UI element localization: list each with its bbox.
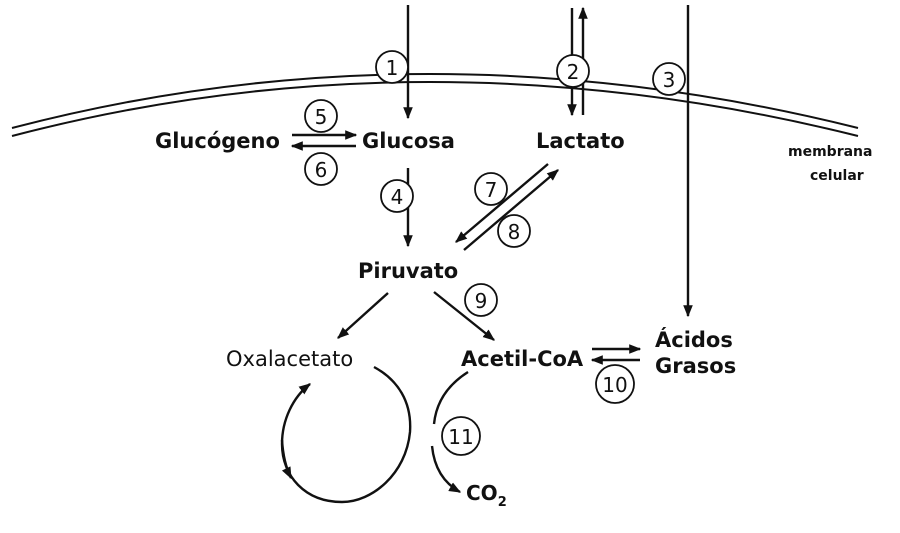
step-5: 5 — [304, 99, 338, 133]
arrow-9-pyruvate-to-acetyl-coa — [433, 291, 495, 341]
label-grasos: Grasos — [655, 354, 736, 378]
step-1: 1 — [375, 50, 409, 84]
step-1-number: 1 — [386, 56, 399, 80]
co2-main: CO — [466, 481, 498, 505]
step-8-number: 8 — [508, 220, 521, 244]
step-9: 9 — [464, 283, 498, 317]
step-9-number: 9 — [475, 289, 488, 313]
krebs-cycle — [280, 365, 412, 504]
step-7: 7 — [474, 172, 508, 206]
step-2: 2 — [556, 54, 590, 88]
label-lactato: Lactato — [536, 129, 625, 153]
step-5-number: 5 — [315, 105, 328, 129]
label-glucogeno: Glucógeno — [155, 129, 280, 153]
arrow-pyruvate-to-oxaloacetate — [337, 292, 389, 339]
label-glucosa: Glucosa — [362, 129, 455, 153]
arrow-8-lactate-to-pyruvate — [455, 163, 549, 243]
step-8: 8 — [497, 214, 531, 248]
step-3-number: 3 — [663, 68, 676, 92]
label-acetil-coa: Acetil-CoA — [461, 347, 584, 371]
step-10-number: 10 — [602, 373, 627, 397]
label-co2: CO2 — [466, 481, 507, 510]
step-4-number: 4 — [391, 185, 404, 209]
label-membrana: membrana — [788, 144, 872, 160]
step-10: 10 — [595, 364, 635, 404]
label-acidos: Ácidos — [655, 327, 733, 352]
step-6: 6 — [304, 152, 338, 186]
step-2-number: 2 — [567, 60, 580, 84]
label-oxalacetato: Oxalacetato — [226, 347, 353, 371]
step-11: 11 — [441, 416, 481, 456]
step-11-number: 11 — [448, 425, 473, 449]
step-4: 4 — [380, 179, 414, 213]
step-7-number: 7 — [485, 178, 498, 202]
arrow-11-co2-release — [430, 445, 462, 494]
step-3: 3 — [652, 62, 686, 96]
co2-subscript: 2 — [498, 495, 507, 510]
arrow-acetyl-coa-entry — [432, 370, 469, 425]
arrow-7-pyruvate-to-lactate — [463, 169, 559, 251]
cell-membrane — [11, 73, 859, 137]
step-6-number: 6 — [315, 158, 328, 182]
label-celular: celular — [810, 168, 864, 184]
label-piruvato: Piruvato — [358, 259, 458, 283]
